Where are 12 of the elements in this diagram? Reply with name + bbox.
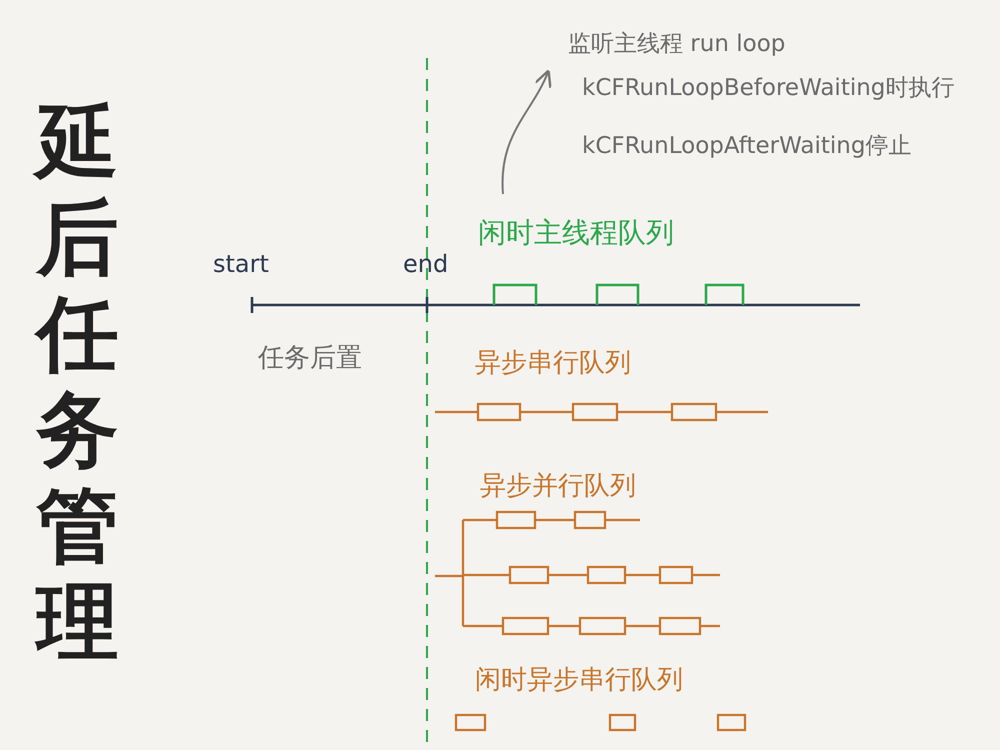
- note-text: kCFRunLoopBeforeWaiting时执行: [582, 74, 954, 103]
- timeline-label: end: [403, 250, 448, 278]
- note-text: kCFRunLoopAfterWaiting停止: [582, 132, 912, 161]
- queue-label: 闲时异步串行队列: [475, 664, 683, 697]
- queue-label: 异步并行队列: [480, 470, 636, 503]
- queue-label: 异步串行队列: [475, 347, 631, 380]
- queue-label: 闲时主线程队列: [478, 214, 674, 252]
- title: 延后任务管理: [30, 95, 125, 671]
- arrow: [502, 69, 551, 194]
- timeline-label: start: [213, 250, 269, 278]
- note-text: 监听主线程 run loop: [568, 30, 786, 59]
- phase-label: 任务后置: [258, 342, 362, 375]
